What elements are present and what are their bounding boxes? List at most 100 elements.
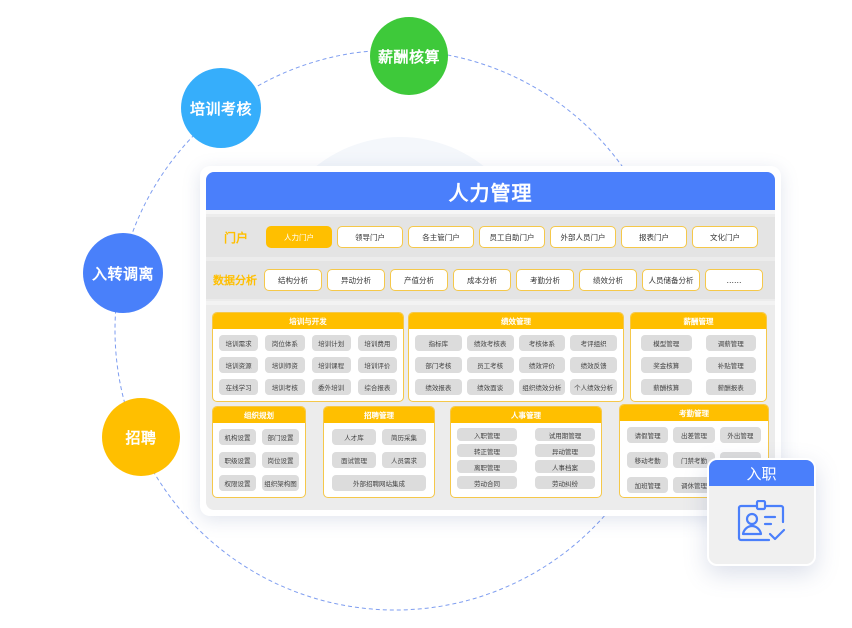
module-item[interactable]: 门禁考勤 (673, 452, 715, 468)
orbit-node-recruit[interactable]: 招聘 (102, 398, 180, 476)
module-item[interactable]: 调薪管理 (705, 335, 756, 351)
module-title: 人事管理 (451, 407, 601, 423)
module-item[interactable]: 离职管理 (457, 460, 517, 473)
orbit-node-transfer[interactable]: 入转调离 (83, 233, 163, 313)
portal-chip[interactable]: 外部人员门户 (550, 226, 616, 248)
module-item[interactable]: 培训师资 (265, 357, 305, 373)
portal-chip[interactable]: 报表门户 (621, 226, 687, 248)
portal-chip[interactable]: 人力门户 (266, 226, 332, 248)
module-item[interactable]: 考核体系 (518, 335, 566, 351)
analysis-chip[interactable]: 考勤分析 (516, 269, 574, 291)
module-attendance: 考勤管理 请假管理 出差管理 外出管理 移动考勤 门禁考勤 加班管理 调休管理 (619, 404, 769, 498)
module-item[interactable]: 入职管理 (457, 428, 517, 441)
module-item[interactable]: 综合报表 (357, 379, 397, 395)
module-item[interactable]: 绩效面谈 (466, 379, 514, 395)
module-item[interactable]: 考评组织 (570, 335, 617, 351)
analysis-chips: 结构分析 异动分析 产值分析 成本分析 考勤分析 绩效分析 人员储备分析 …… (264, 269, 763, 291)
module-items: 模型管理 调薪管理 奖金核算 补贴管理 薪酬核算 薪酬报表 (631, 329, 766, 401)
analysis-chip[interactable]: 产值分析 (390, 269, 448, 291)
onboard-title: 入职 (709, 460, 814, 486)
orbit-node-training[interactable]: 培训考核 (181, 68, 261, 148)
module-item[interactable]: 部门设置 (262, 429, 299, 445)
module-item[interactable]: 出差管理 (673, 427, 715, 443)
module-title: 薪酬管理 (631, 313, 766, 329)
module-recruitment: 招聘管理 人才库 简历采集 面试管理 人员需求 外部招聘网站集成 (323, 406, 435, 498)
analysis-chip[interactable]: 人员储备分析 (642, 269, 700, 291)
analysis-label: 数据分析 (213, 274, 257, 287)
module-items: 入职管理 试用期管理 转正管理 异动管理 离职管理 人事档案 劳动合同 劳动纠纷 (451, 423, 601, 494)
module-item[interactable]: 转正管理 (457, 444, 517, 457)
module-item[interactable]: 异动管理 (535, 444, 595, 457)
portal-chip[interactable]: 文化门户 (692, 226, 758, 248)
module-item[interactable]: 职级设置 (219, 452, 256, 468)
module-items: 指标库 绩效考核表 考核体系 考评组织 部门考核 员工考核 绩效评价 绩效反馈 … (409, 329, 623, 401)
module-item[interactable]: 奖金核算 (641, 357, 692, 373)
module-item[interactable]: 人员需求 (382, 452, 426, 468)
module-title: 培训与开发 (213, 313, 403, 329)
module-item[interactable]: 部门考核 (415, 357, 462, 373)
module-item[interactable]: 机构设置 (219, 429, 256, 445)
analysis-chip[interactable]: 绩效分析 (579, 269, 637, 291)
module-item[interactable]: 培训计划 (311, 335, 351, 351)
onboard-card[interactable]: 入职 (707, 458, 816, 566)
module-item[interactable]: 试用期管理 (535, 428, 595, 441)
module-item[interactable]: 委外培训 (311, 379, 351, 395)
module-item[interactable]: 移动考勤 (627, 452, 669, 468)
module-item[interactable]: 调休管理 (673, 477, 715, 493)
module-item[interactable]: 培训资源 (219, 357, 259, 373)
module-item[interactable]: 人才库 (332, 429, 376, 445)
module-item[interactable]: 薪酬报表 (705, 379, 756, 395)
analysis-chip[interactable]: 异动分析 (327, 269, 385, 291)
module-item[interactable]: 绩效评价 (518, 357, 566, 373)
module-item[interactable]: 劳动合同 (457, 476, 517, 489)
module-item[interactable]: 外出管理 (719, 427, 761, 443)
module-item[interactable]: 薪酬核算 (641, 379, 692, 395)
module-item[interactable]: 岗位体系 (265, 335, 305, 351)
module-item[interactable]: 培训课程 (311, 357, 351, 373)
module-item[interactable]: 指标库 (415, 335, 462, 351)
module-item[interactable]: 培训需求 (219, 335, 259, 351)
module-title: 招聘管理 (324, 407, 434, 423)
portal-label: 门户 (223, 230, 248, 245)
analysis-chip[interactable]: 成本分析 (453, 269, 511, 291)
module-item[interactable]: 权限设置 (219, 475, 256, 491)
module-salary: 薪酬管理 模型管理 调薪管理 奖金核算 补贴管理 薪酬核算 薪酬报表 (630, 312, 767, 402)
hr-management-panel: 人力管理 门户 人力门户 领导门户 各主管门户 员工自助门户 外部人员门户 报表… (200, 166, 781, 516)
module-org-planning: 组织规划 机构设置 部门设置 职级设置 岗位设置 权限设置 组织架构图 (212, 406, 306, 498)
orbit-node-salary[interactable]: 薪酬核算 (370, 17, 448, 95)
module-item[interactable]: 绩效反馈 (570, 357, 617, 373)
module-item[interactable]: 培训考核 (265, 379, 305, 395)
module-item[interactable]: 模型管理 (641, 335, 692, 351)
analysis-chip[interactable]: 结构分析 (264, 269, 322, 291)
id-badge-check-icon (709, 486, 814, 544)
module-item[interactable]: 个人绩效分析 (570, 379, 617, 395)
module-item[interactable]: 绩效考核表 (466, 335, 514, 351)
module-item[interactable]: 员工考核 (466, 357, 514, 373)
module-item[interactable]: 外部招聘网站集成 (332, 475, 426, 491)
module-item[interactable]: 组织架构图 (262, 475, 299, 491)
portal-chip[interactable]: 各主管门户 (408, 226, 474, 248)
module-item[interactable]: 组织绩效分析 (518, 379, 566, 395)
module-item[interactable]: 简历采集 (382, 429, 426, 445)
module-item[interactable]: 在线学习 (219, 379, 259, 395)
module-items: 培训需求 岗位体系 培训计划 培训费用 培训资源 培训师资 培训课程 培训评价 … (213, 329, 403, 401)
module-item[interactable]: 加班管理 (627, 477, 669, 493)
module-item[interactable]: 岗位设置 (262, 452, 299, 468)
analysis-chip-more[interactable]: …… (705, 269, 763, 291)
section-divider (206, 301, 775, 305)
module-title: 考勤管理 (620, 405, 768, 421)
module-item[interactable]: 面试管理 (332, 452, 376, 468)
portal-chip[interactable]: 员工自助门户 (479, 226, 545, 248)
portal-chip[interactable]: 领导门户 (337, 226, 403, 248)
module-item[interactable]: 劳动纠纷 (535, 476, 595, 489)
module-item[interactable]: 人事档案 (535, 460, 595, 473)
module-item[interactable]: 绩效报表 (415, 379, 462, 395)
module-item[interactable]: 补贴管理 (705, 357, 756, 373)
analysis-row: 数据分析 结构分析 异动分析 产值分析 成本分析 考勤分析 绩效分析 人员储备分… (206, 261, 775, 299)
module-training: 培训与开发 培训需求 岗位体系 培训计划 培训费用 培训资源 培训师资 培训课程… (212, 312, 404, 402)
module-items: 人才库 简历采集 面试管理 人员需求 外部招聘网站集成 (324, 423, 434, 497)
module-item[interactable]: 培训评价 (357, 357, 397, 373)
module-item[interactable]: 请假管理 (627, 427, 669, 443)
module-item[interactable]: 培训费用 (357, 335, 397, 351)
module-items: 机构设置 部门设置 职级设置 岗位设置 权限设置 组织架构图 (213, 423, 305, 497)
